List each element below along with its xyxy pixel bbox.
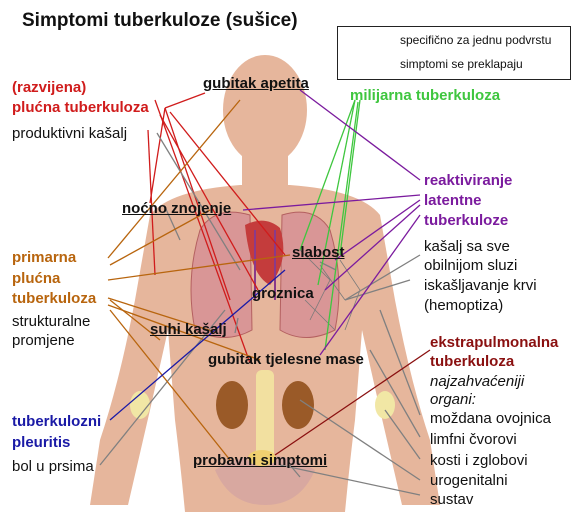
connectors-extrapulmonary	[274, 349, 431, 456]
miliary-title: milijarna tuberkuloza	[350, 87, 501, 104]
extrapulmonary-title-line2: tuberkuloza	[430, 353, 515, 370]
reactivated-title-line3: tuberkuloze	[424, 212, 509, 229]
symptom-night-sweats: noćno znojenje	[122, 200, 232, 217]
primary-title-line1: primarna	[12, 249, 77, 266]
productive-cough-label: produktivni kašalj	[12, 125, 128, 142]
pulmonary-title-line1: (razvijena)	[12, 79, 87, 96]
body-silhouette	[90, 55, 440, 512]
reactivated-title-line1: reaktiviranje	[424, 172, 513, 189]
connectors-pleuritis	[109, 269, 286, 421]
symptom-dry-cough: suhi kašalj	[150, 321, 227, 338]
legend-box: specifično za jednu podvrstu simptomi se…	[337, 26, 571, 80]
organ-urogenital-line2: sustav	[430, 491, 474, 508]
symptom-weight-loss: gubitak tjelesne mase	[208, 351, 364, 368]
organ-lymph-nodes: limfni čvorovi	[430, 431, 517, 448]
symptom-fever: groznica	[252, 285, 314, 302]
extrapulmonary-note-line2: organi:	[430, 391, 476, 408]
primary-title-line3: tuberkuloza	[12, 290, 97, 307]
connectors-pulmonary	[147, 92, 286, 364]
reactivated-symptom-2: obilnijom sluzi	[424, 257, 518, 274]
connectors-primary	[107, 99, 291, 461]
extrapulmonary-note-line1: najzahvaćeniji	[430, 373, 525, 390]
symptom-appetite-loss: gubitak apetita	[203, 75, 309, 92]
reactivated-symptom-4: (hemoptiza)	[424, 297, 504, 314]
chest-pain-label: bol u prsima	[12, 458, 94, 475]
connectors-specific	[99, 132, 421, 496]
legend-specific-label: specifično za jednu podvrstu	[400, 33, 552, 47]
connectors-reactivated	[242, 89, 421, 356]
organ-meninges: moždana ovojnica	[430, 410, 551, 427]
symptom-digestive: probavni simptomi	[193, 452, 328, 469]
pulmonary-title-line2: plućna tuberkuloza	[12, 99, 149, 116]
diagram-title: Simptomi tuberkuloze (sušice)	[22, 10, 298, 31]
reactivated-title-line2: latentne	[424, 192, 482, 209]
legend-overlap-label: simptomi se preklapaju	[400, 57, 523, 71]
organ-urogenital-line1: urogenitalni	[430, 472, 508, 489]
abdomen-organs	[215, 370, 315, 505]
reactivated-symptom-1: kašalj sa sve	[424, 238, 510, 255]
symptom-weakness: slabost	[292, 244, 345, 261]
structural-changes-line2: promjene	[12, 332, 75, 349]
extrapulmonary-title-line1: ekstrapulmonalna	[430, 334, 559, 351]
structural-changes-line1: strukturalne	[12, 313, 91, 330]
pleuritis-title-line2: pleuritis	[12, 434, 71, 451]
pleuritis-title-line1: tuberkulozni	[12, 413, 102, 430]
organ-bones-joints: kosti i zglobovi	[430, 452, 528, 469]
primary-title-line2: plućna	[12, 270, 61, 287]
reactivated-symptom-3: iskašljavanje krvi	[424, 277, 537, 294]
